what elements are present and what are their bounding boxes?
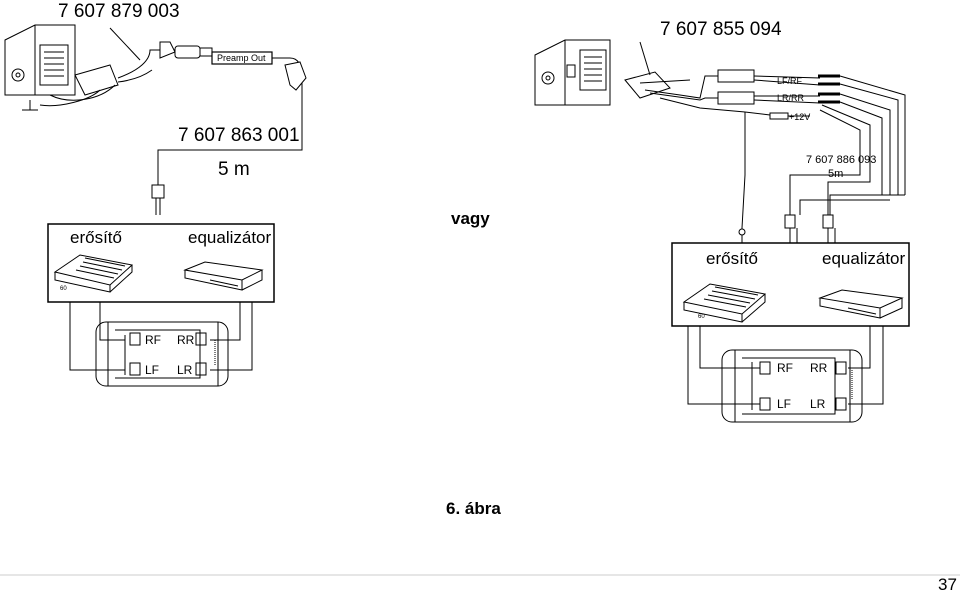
right-cable-part-number: 7 607 886 093	[806, 154, 877, 166]
left-cable-part-number: 7 607 863 001	[178, 125, 300, 146]
left-connector	[74, 64, 119, 96]
left-speaker-rr: RR	[177, 333, 195, 347]
left-speaker-lf: LF	[145, 363, 160, 377]
svg-text:60: 60	[60, 286, 67, 292]
or-label: vagy	[451, 209, 490, 228]
right-speaker-lr: LR	[810, 397, 826, 411]
page-number: 37	[938, 575, 957, 594]
right-equalizer-label: equalizátor	[822, 249, 906, 268]
right-amplifier-icon: 60	[682, 283, 767, 323]
right-amplifier-label: erősítő	[706, 249, 758, 268]
lf-rf-label: LF/RF	[777, 76, 803, 86]
right-cable-length: 5m	[828, 168, 844, 180]
left-amplifier-icon: 60	[53, 254, 134, 293]
right-connector	[624, 71, 671, 99]
left-cable-length: 5 m	[218, 159, 250, 180]
preamp-out-label: Preamp Out	[217, 53, 266, 63]
right-speaker-rf: RF	[777, 361, 793, 375]
left-radio-unit	[4, 24, 76, 111]
left-part-number: 7 607 879 003	[58, 1, 180, 22]
right-equalizer-icon	[818, 289, 904, 319]
figure-caption: 6. ábra	[446, 499, 501, 518]
left-speaker-rf: RF	[145, 333, 161, 347]
left-car-outline	[95, 321, 229, 387]
right-speaker-lf: LF	[777, 397, 792, 411]
lr-rr-label: LR/RR	[777, 93, 805, 103]
right-radio-unit	[534, 39, 611, 106]
right-part-number: 7 607 855 094	[660, 19, 782, 40]
right-speaker-rr: RR	[810, 361, 828, 375]
left-amplifier-label: erősítő	[70, 228, 122, 247]
left-equalizer-label: equalizátor	[188, 228, 272, 247]
right-car-outline	[721, 349, 863, 423]
plus-12v-label: +12V	[789, 112, 811, 122]
left-speaker-lr: LR	[177, 363, 193, 377]
svg-text:60: 60	[698, 314, 705, 320]
left-equalizer-icon	[183, 261, 264, 291]
